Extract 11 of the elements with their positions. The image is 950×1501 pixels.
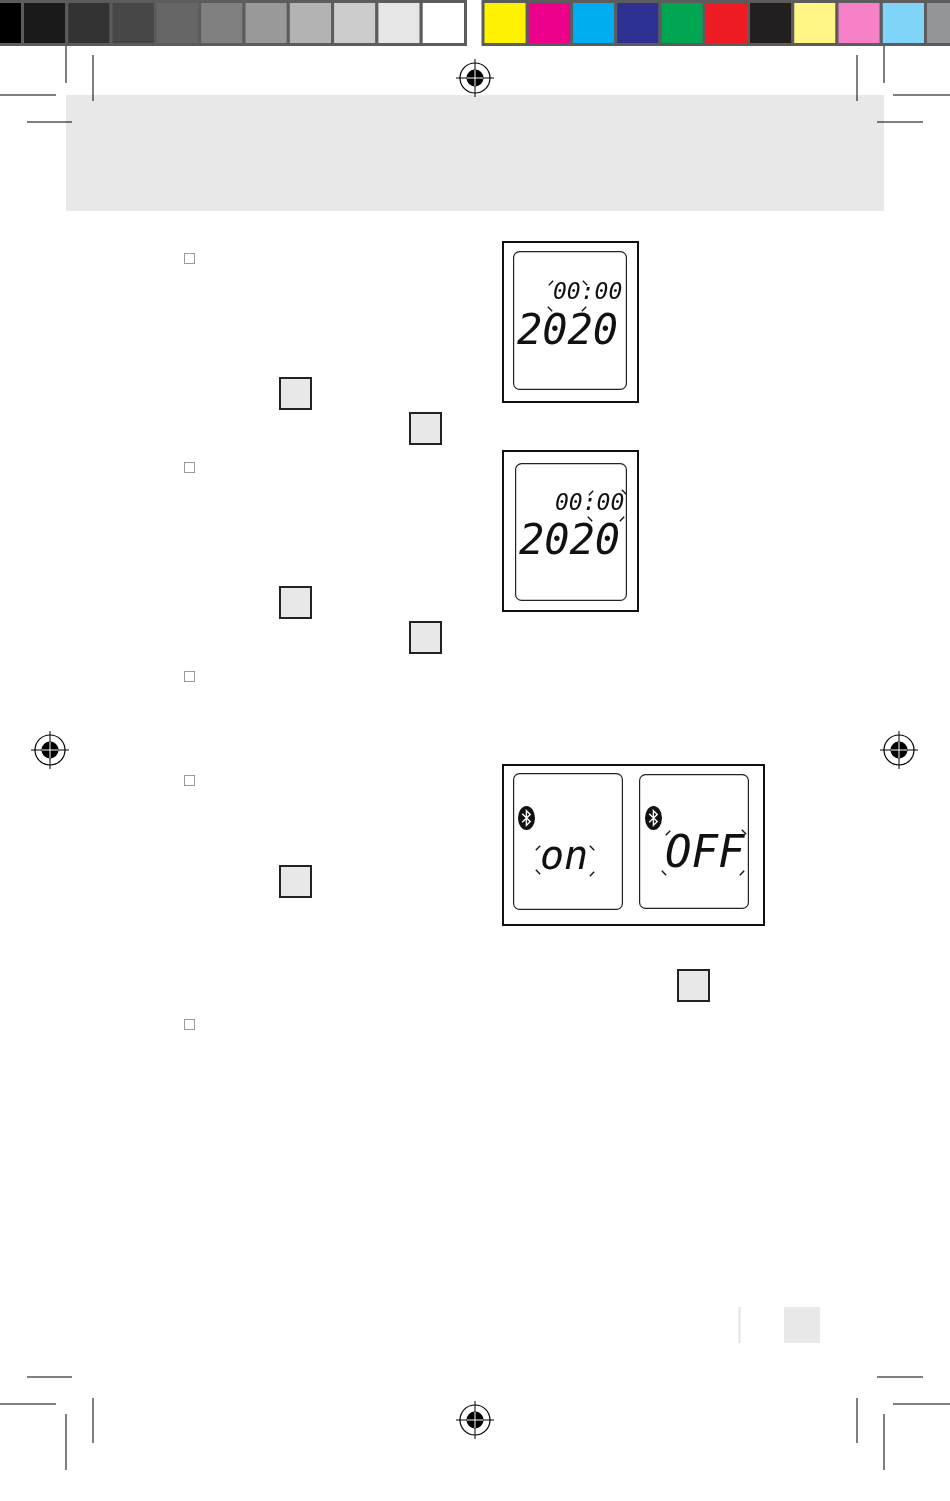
lcd-display [502, 450, 639, 612]
lcd-display [502, 241, 639, 403]
status-text: on [540, 835, 589, 875]
status-text: OFF [665, 830, 745, 874]
lcd-display [502, 764, 765, 926]
lcd-screen [513, 773, 623, 910]
year-digits: 2020 [517, 309, 619, 351]
lcd-screen [639, 774, 749, 909]
year-digits: 2020 [519, 519, 621, 561]
time-digits: 00:00 [553, 280, 623, 303]
time-digits: 00:00 [555, 491, 625, 514]
